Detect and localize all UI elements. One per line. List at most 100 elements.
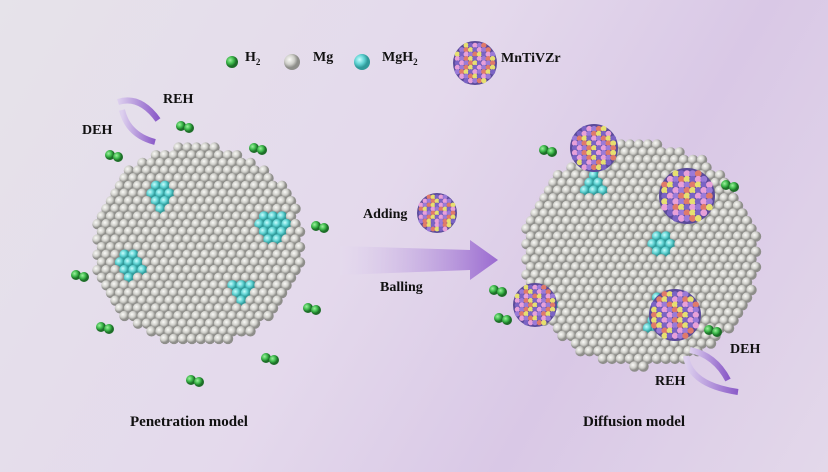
h-atom <box>502 315 512 325</box>
mg-atom <box>629 300 640 311</box>
h2-molecule <box>303 303 321 315</box>
alloy-atom <box>549 306 556 313</box>
mg-atom <box>236 188 247 199</box>
alloy-atom <box>586 135 593 142</box>
mg-atom <box>552 231 564 242</box>
mg-atom <box>155 249 166 260</box>
mg-atom <box>222 318 234 329</box>
mg-atom <box>159 150 171 161</box>
alloy-atom <box>595 149 602 156</box>
mg-atom <box>155 310 166 322</box>
mg-atom <box>719 208 730 219</box>
mg-atom <box>141 257 153 268</box>
mg-atom <box>276 241 288 253</box>
mg-atom <box>714 246 726 257</box>
mg-atom <box>177 303 189 314</box>
mg-atom <box>584 300 595 311</box>
mg-atom <box>714 170 726 181</box>
mg-atom <box>254 295 265 306</box>
alloy-atom <box>694 170 702 177</box>
mg-atom <box>606 200 618 212</box>
mg-atom <box>195 165 207 176</box>
mg-atom <box>227 218 238 230</box>
mg-atom <box>173 295 184 306</box>
mg-atom <box>245 249 256 260</box>
mg-atom <box>611 330 622 342</box>
mg-atom <box>719 269 730 280</box>
mg-atom <box>579 323 591 334</box>
mg-atom <box>137 218 148 230</box>
mg-atom <box>249 195 261 207</box>
mg-atom <box>159 318 171 329</box>
alloy-atom <box>422 210 428 216</box>
mg-atom <box>728 300 739 311</box>
mg-atom <box>714 277 726 288</box>
alloy-atom <box>434 210 440 216</box>
mg-atom <box>638 192 649 204</box>
mg-atom <box>182 295 193 306</box>
mg-atom <box>119 203 130 215</box>
mg-atom <box>629 361 640 372</box>
mg-atom <box>629 315 640 326</box>
alloy-atom <box>489 64 496 71</box>
mg-atom <box>123 195 135 207</box>
mgh2-atom <box>236 295 247 306</box>
mg-atom <box>119 280 130 291</box>
mg-atom <box>182 234 193 245</box>
mg-atom <box>575 269 586 280</box>
alloy-atom <box>532 319 538 326</box>
alloy-atom <box>459 60 465 66</box>
mg-atom <box>267 180 279 192</box>
mg-atom <box>218 310 229 322</box>
mg-atom <box>110 218 121 230</box>
mg-atom <box>669 277 681 288</box>
alloy-atom <box>523 315 529 321</box>
mg-atom <box>620 300 631 311</box>
mg-atom <box>168 180 180 192</box>
alloy-atom <box>514 293 521 299</box>
mg-atom <box>186 303 198 314</box>
mg-atom <box>656 223 667 235</box>
mg-atom <box>195 333 207 345</box>
alloy-atom <box>700 181 708 189</box>
alloy-atom <box>541 302 547 308</box>
mg-atom <box>204 241 216 253</box>
alloy-atom <box>661 327 668 334</box>
mg-atom <box>263 173 274 184</box>
alloy-atom <box>532 302 538 308</box>
mg-atom <box>719 300 730 311</box>
mg-atom <box>525 215 537 227</box>
mg-atom <box>101 249 112 260</box>
mg-atom <box>227 203 238 215</box>
alloy-atom <box>706 181 713 189</box>
mg-atom <box>606 170 618 181</box>
alloy-atom <box>687 311 694 319</box>
mg-atom <box>620 223 631 235</box>
mg-atom <box>570 323 582 334</box>
mg-atom <box>195 226 207 238</box>
mgh2-atom <box>588 185 600 196</box>
mg-atom <box>633 353 645 365</box>
mg-atom <box>701 284 712 296</box>
alloy-atom <box>576 149 583 156</box>
mg-atom <box>593 238 604 250</box>
mg-atom <box>633 246 645 257</box>
mgh2-atom <box>119 264 130 276</box>
h-atom <box>319 223 329 233</box>
mg-atom <box>611 177 622 189</box>
mg-atom <box>105 287 117 299</box>
mg-atom <box>218 295 229 306</box>
alloy-atom <box>600 130 607 137</box>
mg-atom <box>638 330 649 342</box>
mg-atom <box>525 231 537 242</box>
mg-atom <box>159 226 171 238</box>
alloy-atom <box>591 159 597 166</box>
mg-atom <box>588 292 600 303</box>
alloy-atom <box>656 322 663 329</box>
h2-atom <box>226 56 238 68</box>
mg-atom <box>674 238 685 250</box>
mg-atom <box>114 195 126 207</box>
alloy-atom <box>666 301 673 308</box>
mg-atom <box>710 315 721 326</box>
mg-atom <box>710 300 721 311</box>
